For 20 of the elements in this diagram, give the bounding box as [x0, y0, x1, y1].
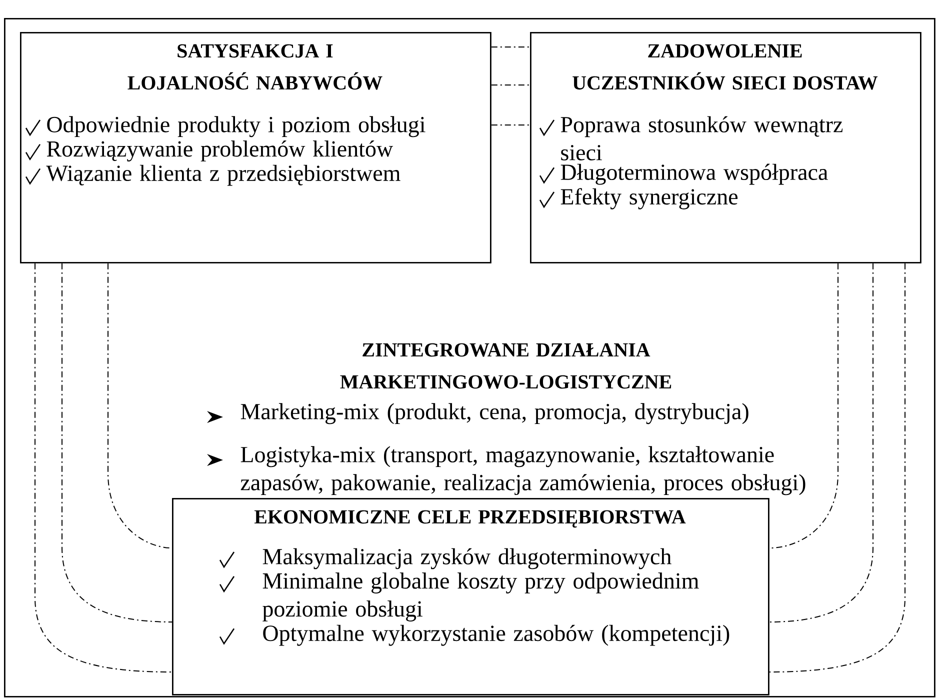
connector-line: [768, 262, 874, 622]
connector-line: [490, 84, 530, 86]
heading: ZINTEGROWANE DZIAŁANIA MARKETINGOWO-LOGISTYCZNE: [340, 343, 672, 389]
list-item: Rozwiązywanie problemów klientów: [46, 140, 393, 162]
connector-line: [768, 262, 906, 672]
list-item: Minimalne globalne koszty przy odpowiednim poziomie obsługi: [262, 572, 699, 622]
connector-line: [490, 46, 530, 48]
list-item: Długoterminowa współpraca: [560, 164, 828, 185]
connector-line: [34, 262, 172, 672]
list-item: Poprawa stosunków wewnątrz sieci: [560, 116, 843, 160]
connector-line: [108, 262, 172, 548]
list-item: Efekty synergiczne: [560, 188, 738, 210]
connector-line: [62, 262, 172, 622]
list-item: Maksymalizacja zysków długoterminowych: [262, 548, 672, 570]
list-item: Wiązanie klienta z przedsiębiorstwem: [46, 164, 400, 186]
frame: [4, 18, 936, 698]
list-item: Marketing-mix (produkt, cena, promocja, dystrybucja): [240, 403, 748, 424]
list-item: Optymalne wykorzystanie zasobów (kompetencji): [263, 624, 730, 646]
list-item: Odpowiednie produkty i poziom obsługi: [47, 116, 426, 138]
connector-line: [490, 124, 530, 126]
